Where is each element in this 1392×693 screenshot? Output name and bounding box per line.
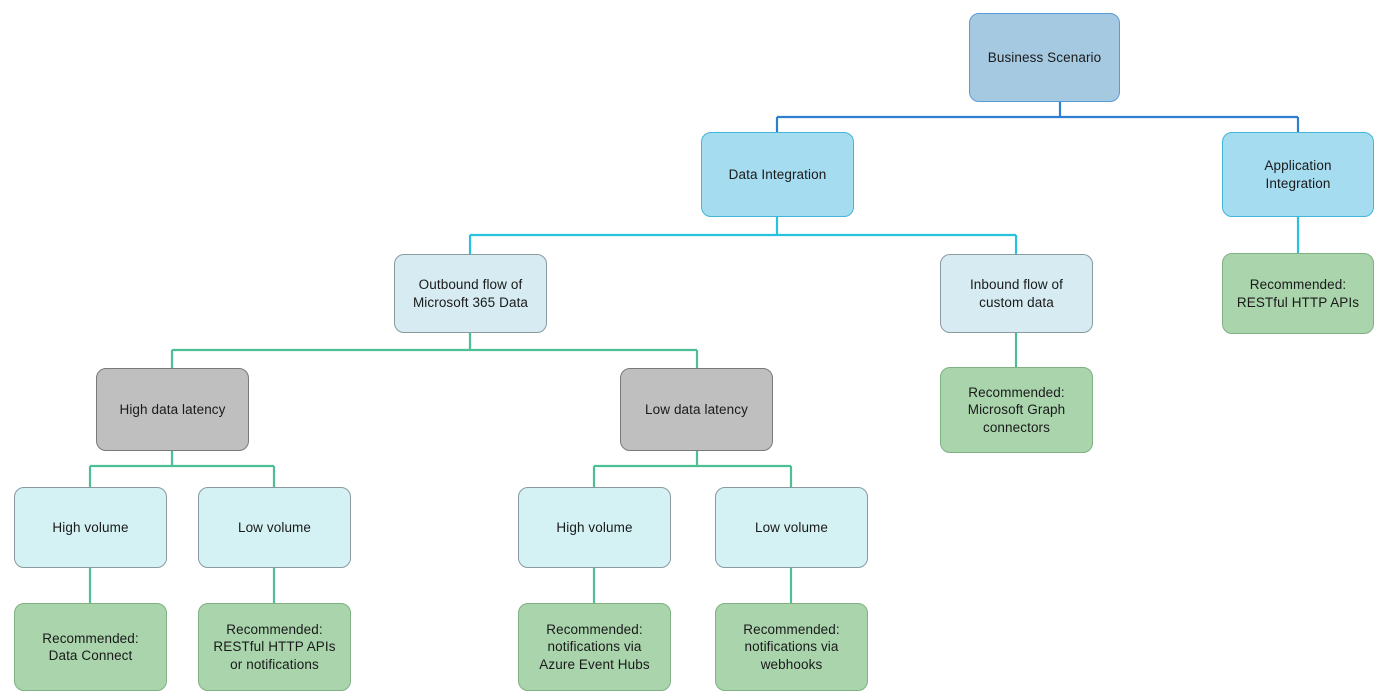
- edge-data-integration-children: [468, 217, 1018, 254]
- node-label-high-latency-high-volume: High volume: [52, 519, 129, 535]
- node-label-high-latency-low-volume: Low volume: [237, 519, 312, 535]
- edge-low-data-latency-children: [592, 451, 793, 487]
- edge-business-scenario-children: [775, 102, 1300, 132]
- node-label-outbound-flow: Outbound flow of Microsoft 365 Data: [412, 277, 529, 310]
- edge-outbound-flow-children: [170, 333, 699, 368]
- node-label-inbound-flow: Inbound flow of custom data: [969, 277, 1064, 310]
- node-outbound-flow[interactable]: Outbound flow of Microsoft 365 Data: [394, 254, 547, 333]
- node-label-low-latency-low-volume-recommendation: Recommended: notifications via webhooks: [743, 622, 840, 672]
- node-label-high-data-latency: High data latency: [119, 401, 226, 417]
- node-label-low-latency-high-volume-recommendation: Recommended: notifications via Azure Eve…: [539, 622, 650, 672]
- node-label-low-latency-low-volume: Low volume: [754, 519, 829, 535]
- node-high-latency-low-volume[interactable]: Low volume: [198, 487, 351, 568]
- edge-volume-recommendations: [88, 568, 793, 603]
- node-high-latency-high-volume-recommendation[interactable]: Recommended: Data Connect: [14, 603, 167, 691]
- node-data-integration[interactable]: Data Integration: [701, 132, 854, 217]
- node-inbound-flow-recommendation[interactable]: Recommended: Microsoft Graph connectors: [940, 367, 1093, 453]
- node-inbound-flow[interactable]: Inbound flow of custom data: [940, 254, 1093, 333]
- node-high-latency-low-volume-recommendation[interactable]: Recommended: RESTful HTTP APIs or notifi…: [198, 603, 351, 691]
- node-high-latency-high-volume[interactable]: High volume: [14, 487, 167, 568]
- node-business-scenario[interactable]: Business Scenario: [969, 13, 1120, 102]
- node-label-high-latency-high-volume-recommendation: Recommended: Data Connect: [42, 630, 139, 663]
- node-application-integration-recommendation[interactable]: Recommended: RESTful HTTP APIs: [1222, 253, 1374, 334]
- edge-high-data-latency-children: [88, 451, 276, 487]
- node-low-latency-high-volume[interactable]: High volume: [518, 487, 671, 568]
- node-label-data-integration: Data Integration: [728, 166, 827, 182]
- node-application-integration[interactable]: Application Integration: [1222, 132, 1374, 217]
- node-label-inbound-flow-recommendation: Recommended: Microsoft Graph connectors: [967, 385, 1066, 435]
- node-low-latency-high-volume-recommendation[interactable]: Recommended: notifications via Azure Eve…: [518, 603, 671, 691]
- node-label-high-latency-low-volume-recommendation: Recommended: RESTful HTTP APIs or notifi…: [213, 622, 336, 672]
- node-label-application-integration-recommendation: Recommended: RESTful HTTP APIs: [1236, 277, 1360, 310]
- node-high-data-latency[interactable]: High data latency: [96, 368, 249, 451]
- node-label-low-latency-high-volume: High volume: [556, 519, 633, 535]
- node-low-latency-low-volume-recommendation[interactable]: Recommended: notifications via webhooks: [715, 603, 868, 691]
- node-low-latency-low-volume[interactable]: Low volume: [715, 487, 868, 568]
- node-label-low-data-latency: Low data latency: [645, 401, 748, 417]
- node-low-data-latency[interactable]: Low data latency: [620, 368, 773, 451]
- node-label-application-integration: Application Integration: [1264, 158, 1332, 191]
- node-label-business-scenario: Business Scenario: [987, 49, 1102, 65]
